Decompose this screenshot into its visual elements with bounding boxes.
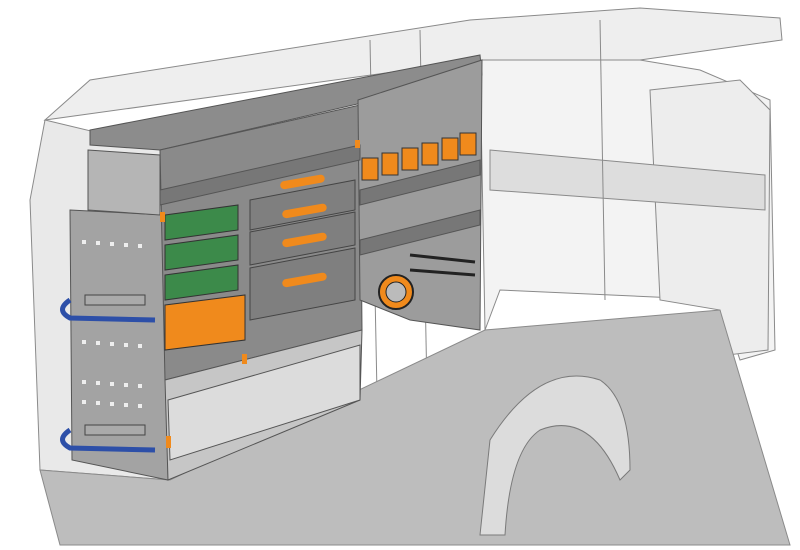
van-window-band	[489, 149, 766, 211]
strap-handles	[84, 294, 146, 436]
wheel-arch	[479, 375, 631, 536]
orange-clips	[160, 140, 360, 448]
perforations	[82, 240, 142, 408]
right-shelf-low	[359, 209, 481, 256]
drawers	[249, 174, 356, 321]
drawer-handle	[282, 203, 327, 219]
organiser-cases	[164, 204, 246, 351]
strap-holders	[409, 253, 476, 277]
mid-shelf	[159, 144, 361, 206]
van-rear-door	[649, 79, 771, 356]
shelving-unit	[60, 54, 483, 481]
blue-straps	[60, 297, 156, 453]
drawer-handle	[282, 232, 327, 248]
top-shelf	[89, 54, 483, 151]
right-panel	[357, 59, 483, 331]
left-top-box	[87, 149, 161, 216]
van-floor	[39, 309, 791, 546]
left-cabinet	[69, 209, 169, 481]
right-shelf-mid	[359, 159, 481, 206]
small-bins	[361, 132, 477, 181]
drawer-handle	[282, 272, 327, 288]
drawer-handle	[280, 174, 325, 190]
